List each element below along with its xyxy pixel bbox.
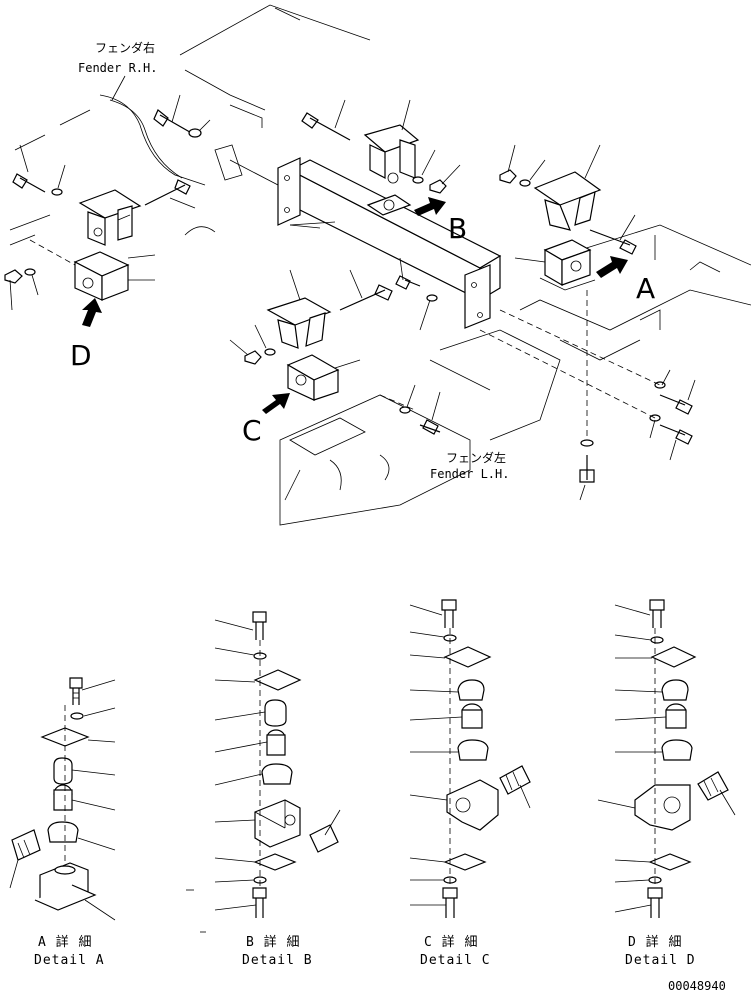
view-arrow-d — [82, 298, 102, 327]
view-arrow-a — [596, 256, 628, 278]
detail-d-jp-caption: D 詳 細 — [628, 934, 682, 950]
detail-b-jp-caption: B 詳 細 — [246, 934, 300, 950]
main-cross-beam — [229, 157, 502, 329]
view-arrow-b — [414, 197, 446, 216]
nuts-washers-top — [4, 128, 666, 447]
fender-rh-outline — [14, 4, 371, 186]
mount-block-b — [366, 194, 412, 216]
fender-rh-jp-label: フェンダ右 — [95, 40, 155, 55]
leader-lines-top — [9, 94, 696, 501]
view-label-c: C — [242, 414, 262, 447]
detail-a-en-caption: Detail A — [34, 953, 105, 968]
dashed-center-lines — [29, 239, 661, 440]
fender-lh-outline — [9, 214, 216, 246]
drawing-number: 00048940 — [668, 979, 726, 993]
bolts-top — [12, 109, 693, 483]
detail-c-en-caption: Detail C — [420, 953, 491, 968]
view-label-d: D — [70, 339, 92, 372]
bracket-lh-rear — [533, 171, 602, 231]
detail-c-jp-caption: C 詳 細 — [424, 934, 478, 950]
fender-lh-jp-label: フェンダ左 — [446, 450, 506, 465]
mount-block-a — [539, 239, 596, 291]
bracket-rh-front — [78, 189, 142, 246]
machine-frame — [279, 224, 751, 526]
view-label-b: B — [448, 212, 467, 245]
detail-a-jp-caption: A 詳 細 — [38, 934, 92, 950]
bracket-rh-rear — [363, 124, 420, 184]
view-label-a: A — [636, 272, 655, 305]
mount-block-c — [286, 354, 340, 401]
view-arrow-c — [262, 393, 290, 414]
mount-block-d — [73, 251, 130, 301]
detail-d-en-caption: Detail D — [625, 953, 696, 968]
detail-a — [9, 677, 116, 921]
detail-d — [597, 599, 736, 918]
bracket-lh-front — [266, 297, 332, 349]
fender-lh-en-label: Fender L.H. — [430, 467, 509, 481]
fender-rh-en-label: Fender R.H. — [78, 61, 157, 75]
detail-c — [409, 599, 531, 918]
detail-b-en-caption: Detail B — [242, 953, 313, 968]
detail-b — [186, 611, 341, 933]
